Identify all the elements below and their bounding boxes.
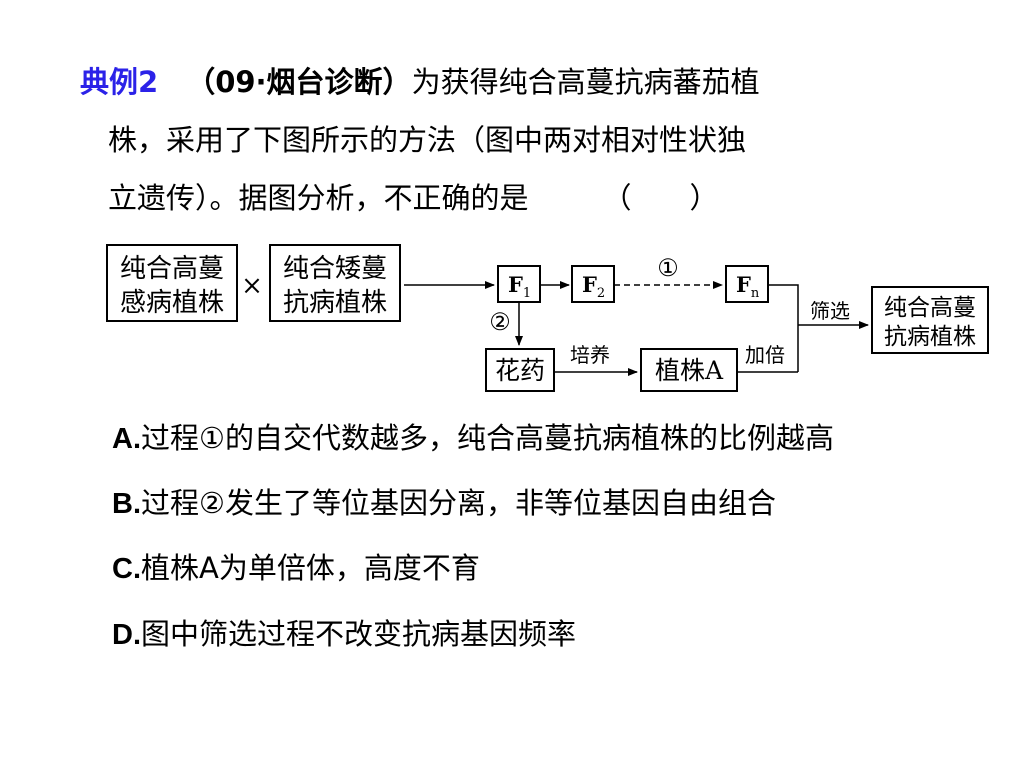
option-a[interactable]: A.过程①的自交代数越多，纯合高蔓抗病植株的比例越高 [112, 420, 834, 457]
connector-fn [768, 284, 799, 372]
process2-marker: ② [489, 308, 511, 336]
option-c-text: 植株A为单倍体，高度不育 [141, 551, 480, 585]
result-text-1: 纯合高蔓 [884, 295, 976, 321]
option-b[interactable]: B.过程②发生了等位基因分离，非等位基因自由组合 [112, 485, 776, 522]
question-line-3: 立遗传）。据图分析，不正确的是 （ ） [108, 180, 719, 216]
option-d-letter: D. [112, 619, 141, 651]
parent1-text-1: 纯合高蔓 [120, 254, 224, 284]
parent2-box [269, 244, 401, 322]
answer-blank: （ ） [602, 181, 719, 215]
culture-label: 培养 [570, 343, 610, 367]
option-b-text: 过程②发生了等位基因分离，非等位基因自由组合 [141, 486, 776, 520]
question-text-1: 为获得纯合高蔓抗病蕃茄植 [411, 65, 760, 99]
result-box [871, 286, 989, 354]
cross-symbol: × [241, 271, 263, 301]
parent2-text-2: 抗病植株 [283, 288, 387, 318]
question-text-3: 立遗传）。据图分析，不正确的是 [108, 181, 529, 215]
parent1-text-2: 感病植株 [120, 288, 224, 318]
option-d-text: 图中筛选过程不改变抗病基因频率 [141, 617, 577, 651]
result-text-2: 抗病植株 [884, 324, 976, 350]
question-source: （09·烟台诊断） [186, 65, 412, 99]
double-label: 加倍 [745, 343, 785, 367]
question-label: 典例2 [80, 65, 159, 99]
plant-a-text: 植株A [655, 356, 724, 385]
option-b-letter: B. [112, 488, 141, 520]
plant-a-box [640, 348, 738, 392]
f2-box [571, 265, 615, 303]
option-a-text: 过程①的自交代数越多，纯合高蔓抗病植株的比例越高 [141, 421, 834, 455]
parent2-text-1: 纯合矮蔓 [283, 254, 387, 284]
process1-marker: ① [657, 254, 679, 282]
question-line-2: 株，采用了下图所示的方法（图中两对相对性状独 [108, 123, 747, 157]
option-c-letter: C. [112, 553, 141, 585]
option-d[interactable]: D.图中筛选过程不改变抗病基因频率 [112, 616, 576, 653]
fn-label: Fn [736, 272, 760, 301]
option-a-letter: A. [112, 423, 141, 455]
f2-label: F2 [582, 272, 605, 301]
option-c[interactable]: C.植株A为单倍体，高度不育 [112, 550, 480, 587]
parent1-box [106, 244, 238, 322]
anther-box [485, 348, 555, 392]
screen-label: 筛选 [810, 299, 850, 323]
question-line-1: 典例2 （09·烟台诊断）为获得纯合高蔓抗病蕃茄植 [80, 64, 760, 100]
fn-box [725, 265, 769, 303]
anther-text: 花药 [495, 356, 545, 385]
f1-label: F1 [508, 272, 531, 301]
